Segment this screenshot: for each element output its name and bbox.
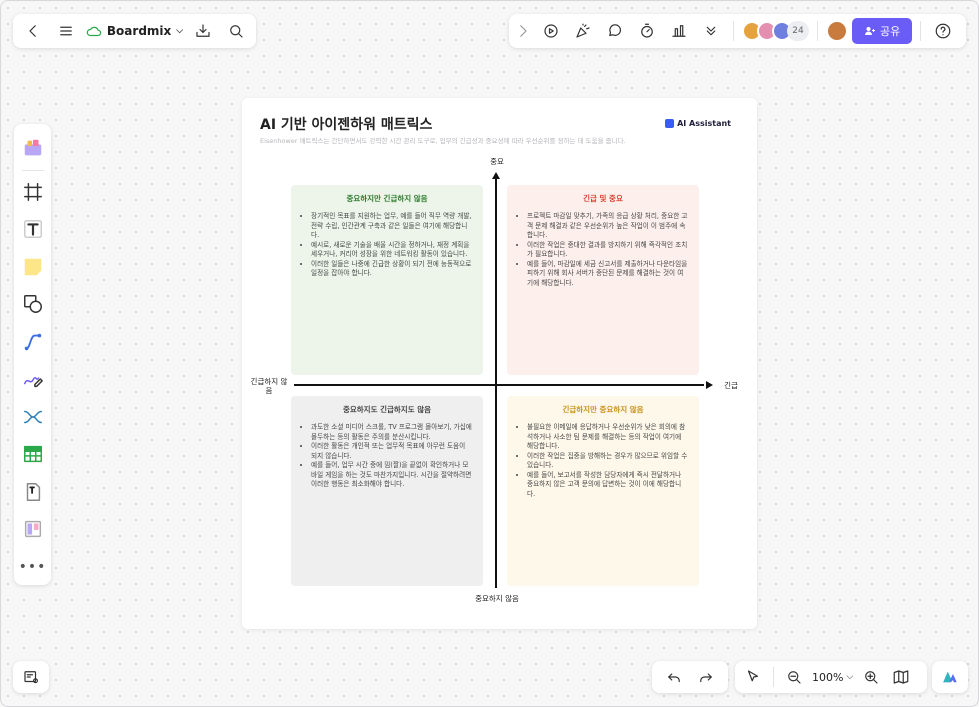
divider [733,21,734,41]
zoom-level: 100% [812,670,844,684]
quadrant-urgent-not-important[interactable]: 긴급하지만 중요하지 않음 불필요한 이메일에 응답하거나 우선순위가 낮은 회… [507,396,699,586]
add-user-icon [865,27,875,35]
axis-arrow-up [492,172,500,179]
vertical-axis [495,176,497,588]
collaborator-count: 24 [787,21,809,41]
quadrant-list: 프로젝트 마감일 맞추기, 가족의 응급 상황 처리, 중요한 고객 문제 해결… [517,212,689,288]
celebrate-icon[interactable] [569,17,597,45]
axis-label-bottom: 중요하지 않음 [475,594,519,603]
quadrant-list: 장기적인 목표를 지원하는 업무, 예를 들어 직무 역량 개발, 전략 수립,… [301,212,473,279]
left-tool-panel: ••• [14,124,51,585]
connector-icon[interactable] [14,323,51,360]
back-icon[interactable] [19,17,46,45]
boardmix-logo-icon[interactable] [936,663,964,691]
history-bar [652,661,728,693]
quadrant-title: 긴급 및 중요 [583,194,623,203]
list-item: 불필요한 이메일에 응답하거나 우선순위가 낮은 회의에 참석하거나 사소한 팀… [527,423,689,452]
bottom-left-bar [13,661,49,693]
help-icon[interactable] [929,17,957,45]
quadrant-list: 불필요한 이메일에 응답하거나 우선순위가 낮은 회의에 참석하거나 사소한 팀… [517,423,689,499]
chevron-right-icon[interactable] [513,17,533,45]
board-subtitle: Eisenhower 매트릭스는 간단하면서도 강력한 시간 관리 도구로, 업… [260,137,626,145]
cloud-icon [86,26,102,36]
table-icon[interactable] [14,436,51,473]
download-icon[interactable] [189,17,216,45]
select-cursor-icon[interactable] [739,663,767,691]
templates-icon[interactable] [14,130,51,167]
zoom-out-icon[interactable] [780,663,808,691]
file-title-button[interactable]: Boardmix ⌵ [86,24,183,38]
comment-icon[interactable] [601,17,629,45]
quadrant-list: 과도한 소셜 미디어 스크롤, TV 프로그램 몰아보기, 가십에 몰두하는 등… [301,423,473,490]
frame-icon[interactable] [14,173,51,210]
list-item: 이러한 작업은 중대한 결과를 방지하기 위해 즉각적인 조치가 필요합니다. [527,241,689,260]
axis-label-right: 긴급 [724,381,738,390]
divider [773,667,774,687]
text-icon[interactable] [14,211,51,248]
list-item: 장기적인 목표를 지원하는 업무, 예를 들어 직무 역량 개발, 전략 수립,… [311,212,473,241]
quadrant-title: 중요하지도 긴급하지도 않음 [342,405,432,414]
undo-icon[interactable] [660,663,688,691]
share-label: 공유 [880,25,901,38]
search-icon[interactable] [223,17,250,45]
divider [21,169,44,171]
horizontal-axis [294,384,704,386]
top-right-toolbar: 24 공유 [509,14,966,48]
chevron-down-icon: ⌵ [176,26,184,36]
brand-name: Boardmix [106,24,172,38]
chevron-down-icon: ⌵ [846,672,854,682]
axis-arrow-right [706,381,713,389]
play-icon[interactable] [537,17,565,45]
share-button[interactable]: 공유 [852,18,913,44]
board-canvas[interactable]: AI 기반 아이젠하워 매트릭스 Eisenhower 매트릭스는 간단하면서도… [242,98,757,629]
map-icon[interactable] [887,663,915,691]
document-icon[interactable] [14,473,51,510]
shape-icon[interactable] [14,286,51,323]
list-item: 예를 들어, 업무 시간 중에 밈(짤)을 끝없이 확인하거나 모바일 게임을 … [311,461,473,490]
collaborator-avatars[interactable]: 24 [742,21,809,41]
list-item: 예를 들어, 보고서를 작성한 담당자에게 즉시 전달하거나 중요하지 않은 고… [527,471,689,500]
layout-icon[interactable] [14,511,51,548]
quadrant-urgent-important[interactable]: 긴급 및 중요 프로젝트 마감일 맞추기, 가족의 응급 상황 처리, 중요한 … [507,185,699,375]
boardmix-logo-bar [932,661,968,693]
ai-assistant-label: AI Assistant [677,119,731,128]
timer-icon[interactable] [633,17,661,45]
axis-label-top: 중요 [490,157,504,166]
mindmap-icon[interactable] [14,398,51,435]
list-item: 예를 들어, 마감일에 세금 신고서를 제출하거나 다운타임을 피하기 위해 회… [527,260,689,289]
list-item: 과도한 소셜 미디어 스크롤, TV 프로그램 몰아보기, 가십에 몰두하는 등… [311,423,473,442]
pen-icon[interactable] [14,361,51,398]
user-avatar[interactable] [826,20,848,42]
quadrant-important-not-urgent[interactable]: 중요하지만 긴급하지 않음 장기적인 목표를 지원하는 업무, 예를 들어 직무… [291,185,483,375]
menu-icon[interactable] [52,17,79,45]
board-title: AI 기반 아이젠하워 매트릭스 [260,117,433,133]
divider [817,21,818,41]
list-item: 예시로, 새로운 기술을 배울 시간을 정하거나, 재정 계획을 세우거나, 커… [311,241,473,260]
top-left-toolbar: Boardmix ⌵ [13,14,256,48]
quadrant-title: 긴급하지만 중요하지 않음 [562,405,644,414]
sticky-note-icon[interactable] [14,248,51,285]
quadrant-title: 중요하지만 긴급하지 않음 [346,194,428,203]
zoom-bar: 100% ⌵ [735,661,927,693]
redo-icon[interactable] [692,663,720,691]
minimap-icon[interactable] [17,663,45,691]
quadrant-neither[interactable]: 중요하지도 긴급하지도 않음 과도한 소셜 미디어 스크롤, TV 프로그램 몰… [291,396,483,586]
ai-assistant-button[interactable]: AI Assistant [665,119,731,128]
ai-logo-icon [665,119,675,128]
divider [920,21,922,41]
vote-icon[interactable] [665,17,693,45]
list-item: 이러한 일들은 나중에 긴급한 상황이 되기 전에 능동적으로 일정을 잡아야 … [311,260,473,279]
zoom-in-icon[interactable] [857,663,885,691]
more-down-icon[interactable] [697,17,725,45]
more-tools-icon[interactable]: ••• [18,558,47,575]
zoom-level-dropdown[interactable]: 100% ⌵ [810,671,855,684]
list-item: 프로젝트 마감일 맞추기, 가족의 응급 상황 처리, 중요한 고객 문제 해결… [527,212,689,241]
list-item: 이러한 작업은 집중을 방해하는 경우가 많으므로 위임할 수 있습니다. [527,452,689,471]
list-item: 이러한 활동은 개인적 또는 업무적 목표에 아무런 도움이 되지 않습니다. [311,442,473,461]
axis-label-left: 긴급하지 않음 [250,377,288,395]
